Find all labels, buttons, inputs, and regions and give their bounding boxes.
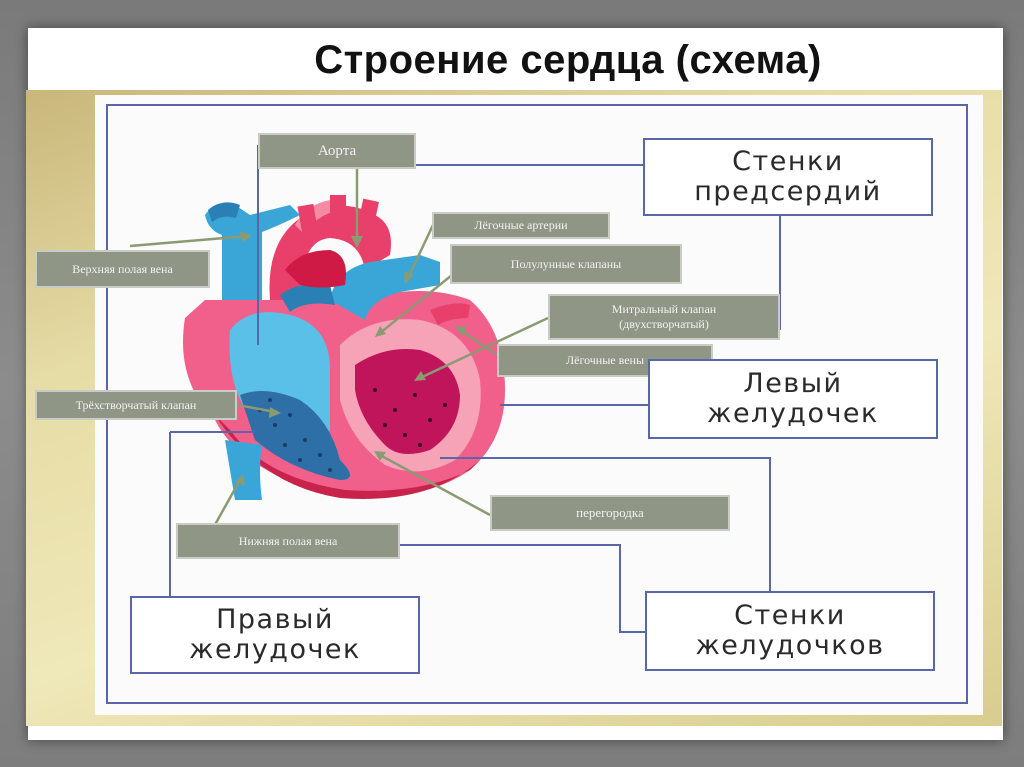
box-ventricle-walls-line1: Стенки	[734, 599, 846, 631]
label-pulmonary-arteries: Лёгочные артерии	[432, 212, 610, 239]
box-left-ventricle-line1: Левый	[743, 367, 843, 399]
box-left-ventricle-line2: желудочек	[707, 398, 879, 429]
label-inferior-vena-cava: Нижняя полая вена	[176, 523, 400, 559]
heart-illustration	[183, 195, 505, 500]
label-septum: перегородка	[490, 495, 730, 531]
box-atrial-walls-line2: предсердий	[694, 176, 882, 207]
box-ventricle-walls: Стенки желудочков	[645, 591, 935, 671]
box-left-ventricle: Левый желудочек	[648, 359, 938, 439]
slide-title: Строение сердца (схема)	[314, 38, 822, 82]
box-ventricle-walls-line2: желудочков	[695, 630, 885, 661]
box-atrial-walls-line1: Стенки	[732, 145, 844, 177]
box-right-ventricle-line1: Правый	[216, 603, 334, 635]
box-right-ventricle-line2: желудочек	[189, 634, 361, 665]
label-mitral-valve: Митральный клапан (двухстворчатый)	[548, 294, 780, 340]
arrow-heads	[235, 231, 467, 486]
label-superior-vena-cava: Верхняя полая вена	[35, 250, 210, 288]
label-mitral-valve-line2: (двухстворчатый)	[619, 317, 709, 331]
label-aorta: Аорта	[258, 133, 416, 169]
box-atrial-walls: Стенки предсердий	[643, 138, 933, 216]
pointer-arrows	[129, 168, 549, 531]
label-mitral-valve-line1: Митральный клапан	[611, 302, 717, 316]
label-semilunar-valves: Полулунные клапаны	[450, 244, 682, 284]
box-right-ventricle: Правый желудочек	[130, 596, 420, 674]
connector-lines	[169, 145, 781, 633]
label-tricuspid-valve: Трёхстворчатый клапан	[35, 390, 237, 420]
